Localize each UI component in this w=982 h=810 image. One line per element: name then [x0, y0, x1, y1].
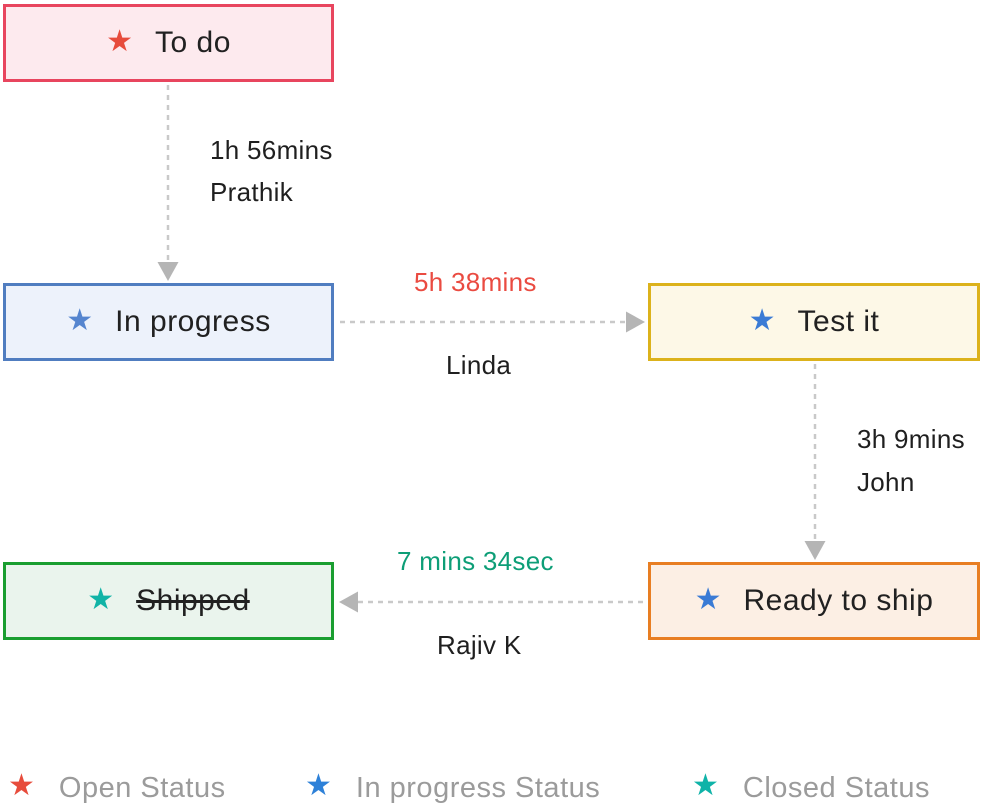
node-label: Ready to ship — [743, 584, 934, 617]
legend-item-closed-status: ★ Closed Status — [692, 768, 930, 808]
edge-duration-label: 5h 38mins — [414, 267, 537, 297]
star-icon: ★ — [694, 583, 722, 616]
edge-inprogress-to-testit — [340, 311, 645, 333]
arrowhead-right-icon — [626, 311, 645, 333]
node-todo[interactable]: ★ To do — [3, 4, 334, 82]
edge-todo-to-inprogress — [157, 85, 179, 281]
edge-readytoship-to-shipped — [339, 591, 643, 613]
star-icon: ★ — [66, 304, 94, 337]
node-label: Shipped — [136, 584, 250, 617]
star-icon: ★ — [748, 304, 776, 337]
node-shipped[interactable]: ★ Shipped — [3, 562, 334, 640]
legend-item-open-status: ★ Open Status — [8, 768, 226, 808]
edge-person-label: Rajiv K — [437, 630, 522, 660]
edge-duration-label: 3h 9mins — [857, 424, 965, 454]
star-icon: ★ — [692, 769, 719, 802]
node-ready-to-ship[interactable]: ★ Ready to ship — [648, 562, 980, 640]
arrowhead-left-icon — [339, 591, 358, 613]
legend-label: Closed Status — [742, 771, 930, 804]
node-test-it[interactable]: ★ Test it — [648, 283, 980, 361]
edge-person-label: John — [857, 467, 915, 497]
node-label: Test it — [797, 305, 880, 338]
arrowhead-down-icon — [157, 262, 179, 281]
edge-person-label: Prathik — [210, 177, 294, 207]
node-label: To do — [155, 26, 231, 59]
edge-duration-label: 7 mins 34sec — [397, 546, 554, 576]
edge-testit-to-readytoship — [804, 364, 826, 560]
edge-person-label: Linda — [446, 350, 512, 380]
node-label: In progress — [115, 305, 271, 338]
star-icon: ★ — [87, 583, 115, 616]
status-legend: ★ Open Status ★ In progress Status ★ Clo… — [0, 768, 982, 808]
legend-label: Open Status — [58, 771, 226, 804]
star-icon: ★ — [106, 25, 133, 58]
arrowhead-down-icon — [804, 541, 826, 560]
star-icon: ★ — [8, 769, 35, 802]
legend-label: In progress Status — [355, 771, 601, 804]
legend-item-in-progress-status: ★ In progress Status — [305, 768, 600, 808]
star-icon: ★ — [305, 769, 332, 802]
edge-duration-label: 1h 56mins — [210, 135, 333, 165]
node-in-progress[interactable]: ★ In progress — [3, 283, 334, 361]
